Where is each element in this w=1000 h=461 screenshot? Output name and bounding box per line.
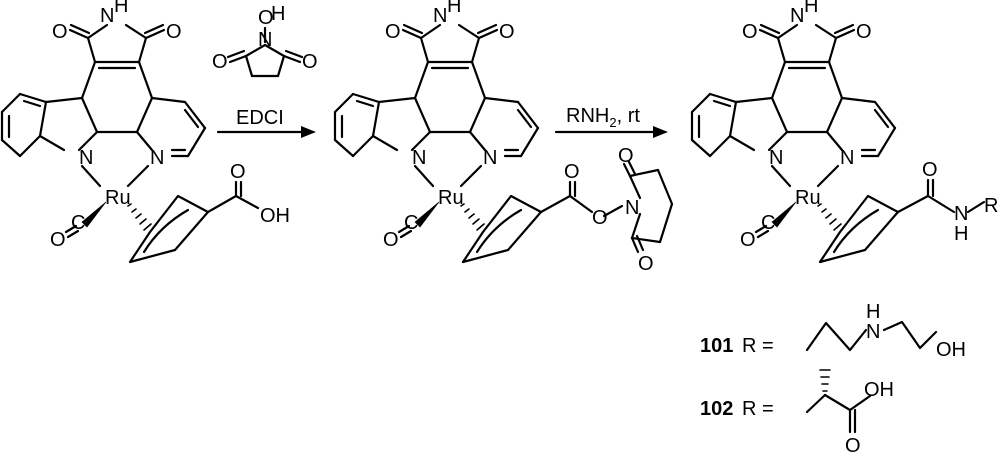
ruthenium-atom: Ru — [795, 187, 821, 209]
amide-carbonyl-oxygen: O — [922, 159, 938, 181]
ester-carbonyl-oxygen: O — [564, 161, 580, 183]
carbonyl-oxygen-left: O — [742, 21, 758, 43]
carbonyl-carbon: C — [761, 212, 775, 234]
compound-101-label: R = — [742, 335, 774, 357]
compound-101: 101 R = N H OH — [700, 301, 966, 361]
reaction-arrow-2: RNH2, rt — [554, 105, 668, 138]
reagent-amine: RNH2, rt — [566, 105, 640, 130]
starting-material: N H O O N N Ru C O O OH — [0, 0, 290, 264]
compound-101-hydroxyl: OH — [936, 339, 966, 361]
nhs-reagent: N O H O O — [212, 3, 318, 78]
carbonyl-oxygen-right: O — [499, 21, 515, 43]
carbonyl-oxygen-right: O — [856, 21, 872, 43]
carbonyl-carbon: C — [404, 212, 418, 234]
imide-hydrogen: H — [447, 0, 461, 17]
amide-r-group: R — [984, 195, 998, 217]
compound-102-carbonyl-oxygen: O — [845, 435, 861, 457]
compound-101-number: 101 — [700, 335, 733, 357]
amide-product: N H O O N N Ru C O O N H R — [690, 0, 998, 264]
nhs-oxygen-left: O — [212, 51, 228, 73]
compound-102: 102 R = OH O — [700, 369, 894, 457]
imide-nitrogen: N — [790, 5, 804, 27]
imide-hydrogen: H — [804, 0, 818, 17]
compound-102-label: R = — [742, 398, 774, 420]
indole-nitrogen: N — [79, 147, 93, 169]
acid-carbonyl-oxygen: O — [230, 161, 246, 183]
compound-101-hydrogen: H — [866, 301, 880, 323]
nhs-ester-intermediate: N H O O N N Ru C O O O N O O — [333, 0, 674, 275]
compound-102-number: 102 — [700, 398, 733, 420]
nhs-nitrogen: N — [258, 29, 272, 51]
carbonyl-oxygen-co: O — [50, 229, 66, 251]
pyridine-nitrogen: N — [483, 147, 497, 169]
succinimide-nitrogen: N — [625, 197, 639, 219]
acid-hydroxyl: OH — [260, 205, 290, 227]
ruthenium-atom: Ru — [438, 187, 464, 209]
indole-nitrogen: N — [412, 147, 426, 169]
nhs-hydroxyl-oxygen: O — [258, 7, 274, 29]
amide-hydrogen: H — [954, 223, 968, 245]
imide-nitrogen: N — [433, 5, 447, 27]
amide-nitrogen: N — [954, 203, 968, 225]
reagent-edci: EDCI — [236, 107, 284, 129]
reaction-arrow-1: EDCI — [216, 107, 316, 138]
succinimide-oxygen-top: O — [618, 145, 634, 167]
indole-nitrogen: N — [769, 147, 783, 169]
nhs-oxygen-right: O — [302, 51, 318, 73]
carbonyl-oxygen-left: O — [385, 21, 401, 43]
carbonyl-oxygen-co: O — [740, 229, 756, 251]
pyridine-nitrogen: N — [840, 147, 854, 169]
carbonyl-oxygen-right: O — [166, 21, 182, 43]
pyridine-nitrogen: N — [150, 147, 164, 169]
ester-oxygen: O — [592, 207, 608, 229]
compound-102-hydroxyl: OH — [864, 379, 894, 401]
imide-nitrogen: N — [100, 5, 114, 27]
ruthenium-atom: Ru — [105, 187, 131, 209]
carbonyl-carbon: C — [71, 212, 85, 234]
compound-101-nitrogen: N — [866, 321, 880, 343]
carbonyl-oxygen-left: O — [52, 21, 68, 43]
nhs-hydroxyl-hydrogen: H — [271, 3, 285, 25]
succinimide-oxygen-bottom: O — [638, 253, 654, 275]
imide-hydrogen: H — [114, 0, 128, 17]
carbonyl-oxygen-co: O — [383, 229, 399, 251]
